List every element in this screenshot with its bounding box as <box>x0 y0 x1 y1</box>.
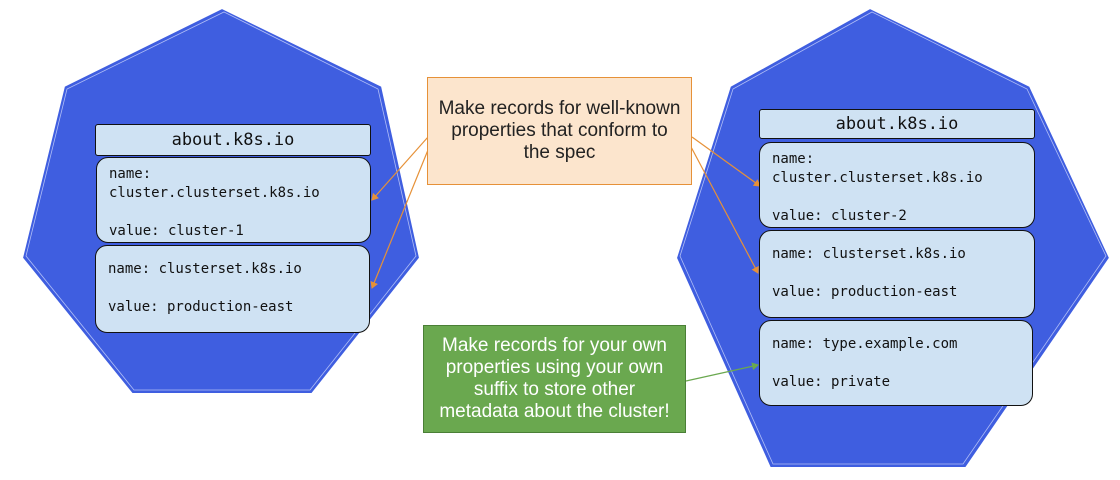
left-about-header: about.k8s.io <box>95 124 371 156</box>
record-value: value: private <box>772 374 891 390</box>
right-record-cluster-name: name: cluster.clusterset.k8s.io value: clu… <box>759 142 1035 228</box>
record-value: value: production-east <box>772 284 958 300</box>
arrow-to-right-type-record <box>685 362 759 382</box>
left-record-cluster-name: name: cluster.clusterset.k8s.io value: clu… <box>96 157 371 243</box>
record-name-value: cluster.clusterset.k8s.io <box>109 185 320 201</box>
record-name-label: name: <box>772 151 815 167</box>
record-value: value: cluster-1 <box>109 223 244 239</box>
left-record-clusterset: name: clusterset.k8s.io value: production… <box>95 245 370 333</box>
record-name-label: name: clusterset.k8s.io <box>772 246 966 262</box>
right-about-header: about.k8s.io <box>759 109 1035 139</box>
own-properties-callout: Make records for your own properties usi… <box>423 325 686 433</box>
arrow-to-right-cluster-record <box>691 136 761 187</box>
right-record-type: name: type.example.com value: private <box>759 320 1033 406</box>
right-record-clusterset: name: clusterset.k8s.io value: production… <box>759 230 1035 318</box>
record-name-label: name: type.example.com <box>772 336 958 352</box>
own-properties-callout-text: Make records for your own properties usi… <box>439 335 670 422</box>
record-name-label: name: clusterset.k8s.io <box>108 261 302 277</box>
well-known-properties-callout: Make records for well-known properties t… <box>427 77 692 185</box>
arrow-to-right-clusterset-record <box>689 144 759 274</box>
record-value: value: production-east <box>108 299 294 315</box>
record-name-label: name: <box>109 166 152 182</box>
record-name-value: cluster.clusterset.k8s.io <box>772 170 983 186</box>
arrow-to-left-cluster-record <box>371 136 429 201</box>
arrow-to-left-clusterset-record <box>370 144 431 289</box>
well-known-callout-text: Make records for well-known properties t… <box>438 98 681 163</box>
record-value: value: cluster-2 <box>772 208 907 224</box>
